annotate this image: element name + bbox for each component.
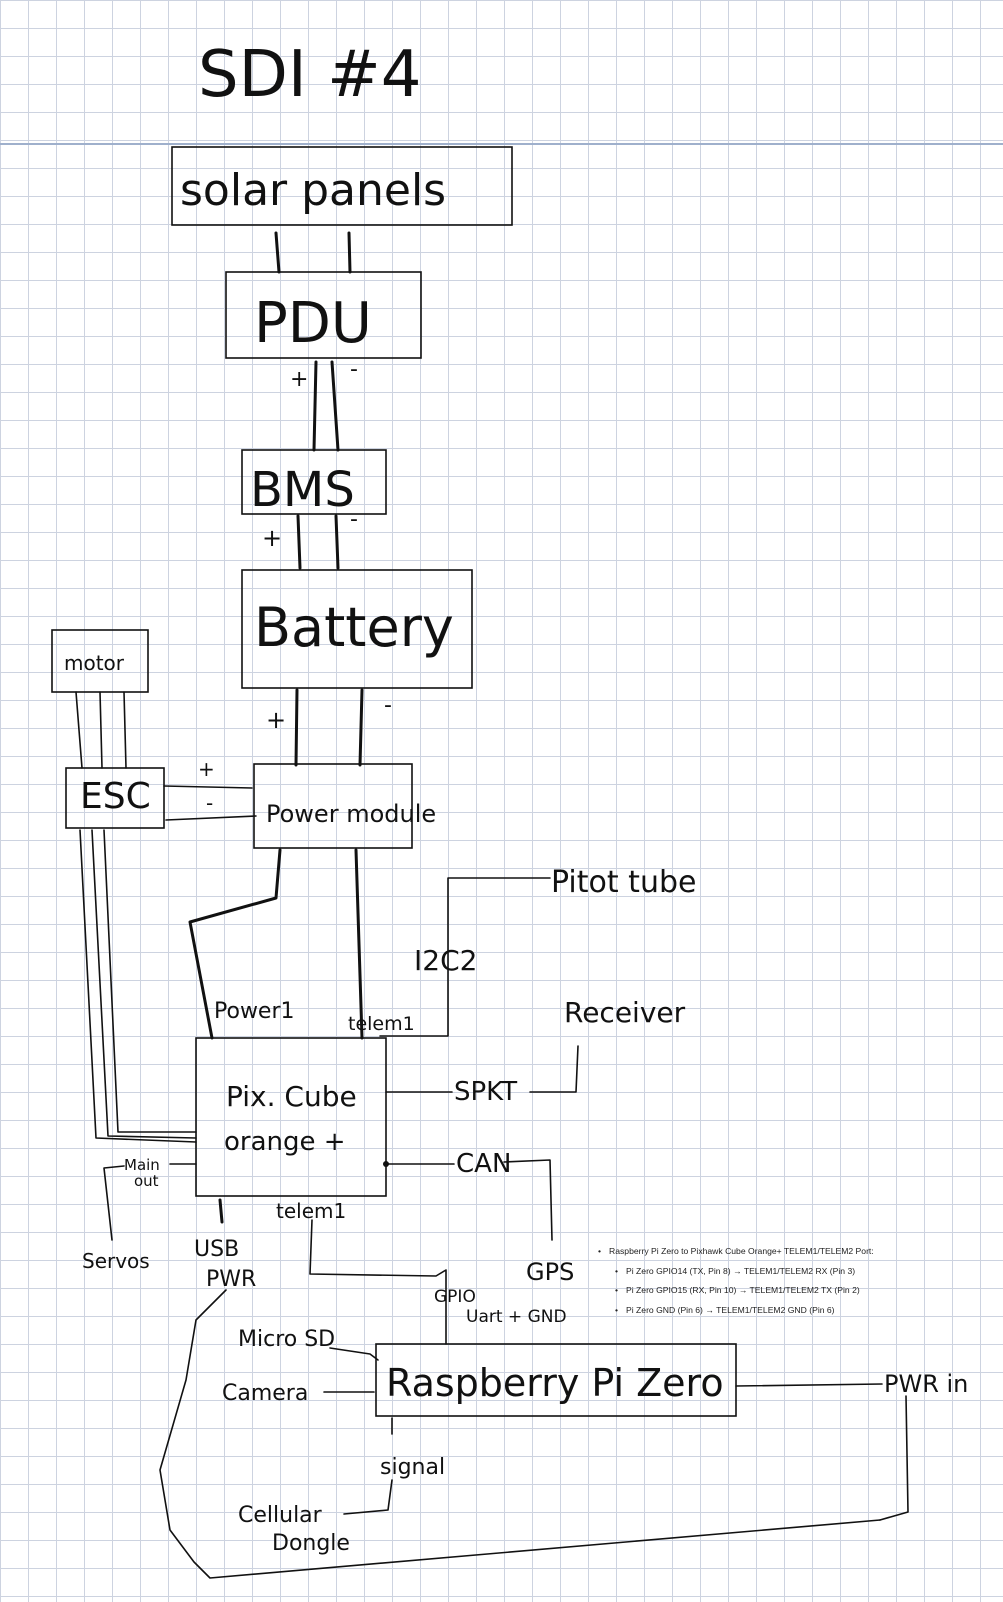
motor-label: motor [64, 651, 125, 675]
power-module-label: Power module [266, 800, 436, 828]
wire-battery-pm-neg [358, 688, 364, 767]
notes-header: Raspberry Pi Zero to Pixhawk Cube Orange… [609, 1246, 874, 1256]
bullet-icon: • [615, 1285, 619, 1296]
notes-item-text: Pi Zero GPIO15 (RX, Pin 10) → TELEM1/TEL… [626, 1285, 860, 1296]
wire-usb-pwr [218, 1198, 224, 1224]
servos-label: Servos [82, 1249, 150, 1273]
wire-esc-pm-pos [163, 785, 253, 789]
wire-pwrin-loop [879, 1395, 909, 1521]
battery-box [241, 569, 473, 689]
wire-esc-pix-3 [103, 829, 197, 1133]
pixhawk-box [195, 1037, 387, 1197]
i2c2-label: I2C2 [414, 944, 477, 977]
wire-power-loop [159, 1289, 881, 1579]
notes-header-row: • Raspberry Pi Zero to Pixhawk Cube Oran… [598, 1246, 928, 1258]
wire-bms-battery-pos [296, 514, 302, 570]
power1-label: Power1 [214, 999, 295, 1024]
bullet-icon: • [615, 1304, 619, 1315]
pwr-in-label: PWR in [884, 1370, 968, 1398]
esc-label: ESC [80, 776, 151, 817]
pixhawk-label-line2: orange + [224, 1127, 346, 1157]
pdu-plus-label: + [290, 367, 308, 392]
pixhawk-label-line1: Pix. Cube [226, 1080, 357, 1113]
pdu-label: PDU [254, 291, 372, 356]
battery-label: Battery [254, 596, 454, 659]
wire-signal-dongle [343, 1479, 393, 1515]
wire-pi-pwrin [735, 1383, 883, 1387]
wire-battery-pm-pos [294, 688, 299, 767]
battery-minus-label: - [384, 693, 392, 718]
esc-box [65, 767, 165, 829]
battery-plus-label: + [266, 706, 286, 734]
notes-item: • Pi Zero GND (Pin 6) → TELEM1/TELEM2 GN… [615, 1305, 928, 1317]
wire-can-gps [503, 1159, 553, 1241]
cellular-label-line2: Dongle [272, 1531, 350, 1556]
wire-power1 [188, 848, 282, 1040]
cellular-label-line1: Cellular [238, 1503, 323, 1528]
raspberry-pi-label: Raspberry Pi Zero [386, 1361, 724, 1405]
pwr-label: PWR [206, 1267, 256, 1292]
notes-item: • Pi Zero GPIO15 (RX, Pin 10) → TELEM1/T… [615, 1285, 928, 1297]
bms-box [241, 449, 387, 515]
wire-esc-pix-2 [91, 829, 197, 1139]
gps-label: GPS [526, 1258, 574, 1286]
wire-telem-pm [354, 848, 364, 1040]
main-out-label-line1: Main [124, 1156, 160, 1174]
wire-mainout-servos [103, 1165, 125, 1241]
bullet-icon: • [598, 1246, 602, 1256]
usb-label: USB [194, 1237, 239, 1262]
microsd-label: Micro SD [238, 1327, 335, 1352]
notes-item-text: Pi Zero GND (Pin 6) → TELEM1/TELEM2 GND … [626, 1304, 835, 1315]
wire-microsd-pi [329, 1347, 379, 1361]
wire-bms-battery-neg [334, 514, 340, 570]
wire-pdu-bms-pos [312, 360, 318, 452]
bms-minus-label: - [350, 507, 358, 532]
camera-label: Camera [222, 1381, 308, 1406]
power-module-box [253, 763, 413, 849]
solar-panels-box [171, 146, 513, 226]
bms-label: BMS [250, 462, 355, 518]
can-label: CAN [456, 1149, 511, 1179]
pdu-box [225, 271, 422, 359]
esc-plus-label: + [198, 757, 215, 781]
wire-motor-esc-3 [123, 691, 127, 769]
spkt-label: SPKT [454, 1077, 517, 1107]
wire-esc-pm-neg [165, 815, 257, 821]
signal-label: signal [380, 1455, 445, 1480]
wire-motor-esc-1 [75, 691, 83, 769]
wire-i2c2-pitot [379, 877, 551, 1037]
wire-telem1-gpio [309, 1219, 447, 1345]
uart-gnd-label: Uart + GND [466, 1307, 567, 1327]
pdu-minus-label: - [350, 357, 358, 382]
esc-minus-label: - [206, 791, 213, 815]
main-out-label-line2: out [134, 1172, 159, 1190]
telem1-bottom-label: telem1 [276, 1199, 346, 1223]
wiring-notes: • Raspberry Pi Zero to Pixhawk Cube Oran… [598, 1246, 928, 1324]
wire-pdu-bms-neg [330, 360, 340, 452]
raspberry-pi-box [375, 1343, 737, 1417]
bullet-icon: • [615, 1265, 619, 1276]
gpio-label: GPIO [434, 1287, 476, 1307]
page-title: SDI #4 [198, 38, 421, 112]
receiver-label: Receiver [564, 996, 686, 1029]
pitot-tube-label: Pitot tube [551, 865, 696, 900]
wire-spkt-receiver [529, 1045, 579, 1093]
solar-panels-label: solar panels [180, 165, 446, 216]
wire-solar-pdu-2 [347, 231, 352, 274]
wire-solar-pdu-1 [274, 231, 281, 274]
wire-motor-esc-2 [99, 691, 103, 769]
notes-item: • Pi Zero GPIO14 (TX, Pin 8) → TELEM1/TE… [615, 1266, 928, 1278]
wire-esc-pix-1 [79, 829, 197, 1143]
telem1-top-label: telem1 [348, 1013, 415, 1035]
bms-plus-label: + [262, 524, 282, 552]
notes-item-text: Pi Zero GPIO14 (TX, Pin 8) → TELEM1/TELE… [626, 1265, 856, 1276]
